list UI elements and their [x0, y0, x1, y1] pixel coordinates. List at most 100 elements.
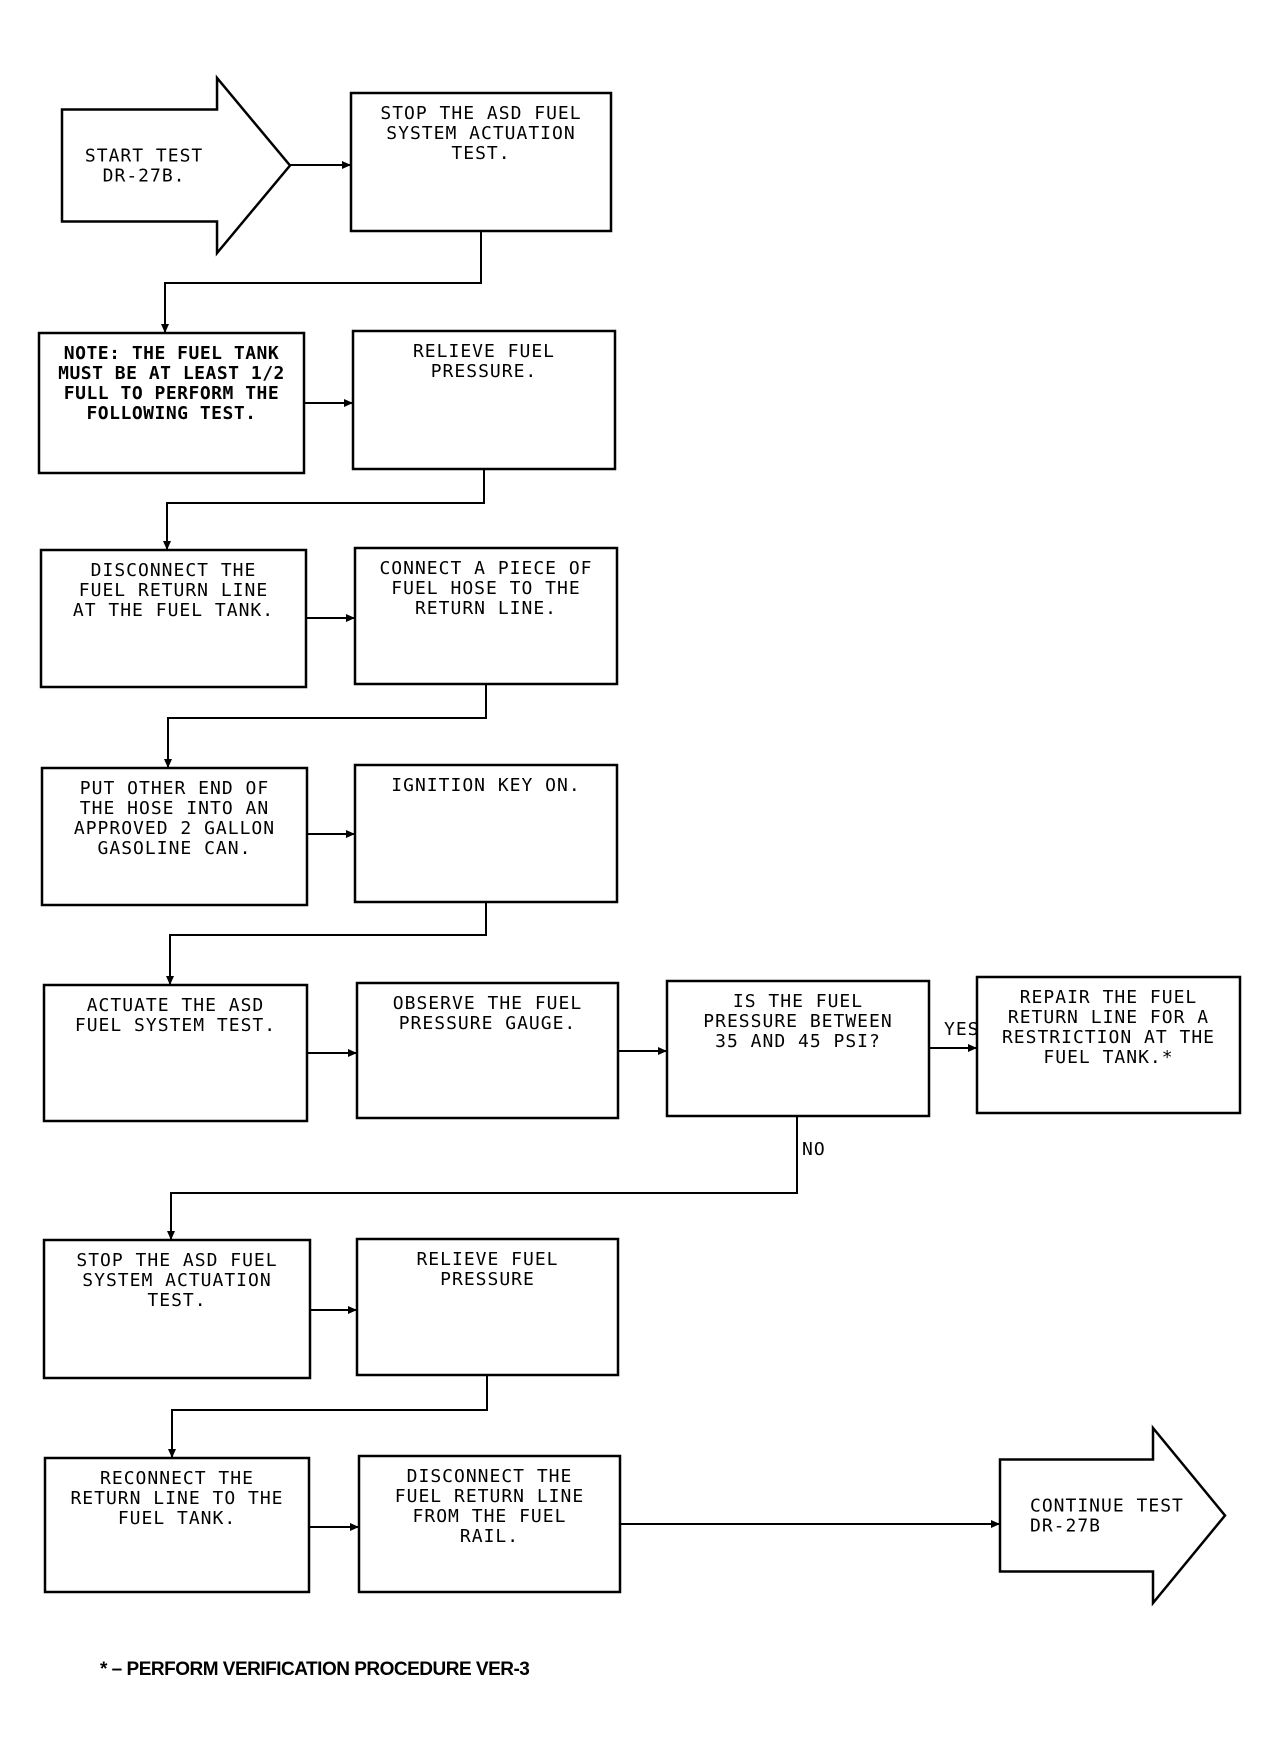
edge-connect-to-put-arrowhead [164, 759, 172, 768]
edge-start-to-stop-arrowhead [342, 161, 351, 169]
edge-label-no: NO [802, 1139, 826, 1160]
node-text-line: MUST BE AT LEAST 1/2 [58, 363, 285, 384]
node-text-line: RETURN LINE FOR A [1008, 1007, 1209, 1028]
edge-stop-to-note [164, 231, 482, 333]
node-text-line: FUEL TANK. [118, 1508, 236, 1529]
edge-reconnect-to-disconnect-arrowhead [350, 1523, 359, 1531]
edge-relieve-to-disconnect [166, 469, 485, 550]
edge-disconnect-to-connect-arrowhead [346, 614, 355, 622]
node-text-line: AT THE FUEL TANK. [73, 600, 274, 621]
node-shape [351, 329, 617, 471]
node-text-line: RAIL. [460, 1526, 519, 1547]
edge-note-to-relieve-arrowhead [344, 399, 353, 407]
edge-observe-to-decision-arrowhead [658, 1047, 667, 1055]
node-text-line: PRESSURE [440, 1269, 535, 1290]
node-text-line: DISCONNECT THE [91, 560, 257, 581]
edge-relieve-to-reconnect-arrowhead [168, 1449, 176, 1458]
node-shape [40, 766, 309, 907]
edge-decision-yes-to-repair-arrowhead [968, 1044, 977, 1052]
node-text-line: CONNECT A PIECE OF [379, 558, 592, 579]
node-text-line: SYSTEM ACTUATION [82, 1270, 271, 1291]
node-shape [998, 1424, 1227, 1607]
node-text-line: IS THE FUEL [733, 991, 863, 1012]
node-text-line: STOP THE ASD FUEL [380, 103, 581, 124]
node-shape [353, 546, 619, 686]
node-text-line: PRESSURE. [431, 361, 538, 382]
node-text-line: APPROVED 2 GALLON [74, 818, 275, 839]
node-text-line: RELIEVE FUEL [416, 1249, 558, 1270]
node-text-line: START TEST [85, 146, 203, 167]
node-text-line: FUEL RETURN LINE [395, 1486, 584, 1507]
node-shape [355, 981, 620, 1120]
edge-connect-to-put [167, 684, 487, 768]
edge-ignition-to-actuate-arrowhead [166, 976, 174, 985]
node-text-line: DR-27B [1030, 1516, 1101, 1537]
node-shape [353, 763, 619, 904]
footnote: * – PERFORM VERIFICATION PROCEDURE VER-3 [100, 1659, 529, 1680]
node-text-line: STOP THE ASD FUEL [76, 1250, 277, 1271]
node-text-line: DR-27B. [103, 166, 186, 187]
node-text-line: FROM THE FUEL [413, 1506, 567, 1527]
node-shape [42, 983, 309, 1123]
node-text-line: PUT OTHER END OF [80, 778, 269, 799]
node-shape [60, 74, 292, 257]
node-text-line: FUEL HOSE TO THE [391, 578, 580, 599]
node-text-line: RETURN LINE. [415, 598, 557, 619]
node-shape [43, 1456, 311, 1594]
node-text-line: FUEL TANK.* [1043, 1047, 1173, 1068]
edge-disconnect-to-continue-arrowhead [991, 1520, 1000, 1528]
node-text-line: FULL TO PERFORM THE [64, 383, 279, 404]
node-text-line: FUEL RETURN LINE [79, 580, 268, 601]
edge-ignition-to-actuate [169, 902, 487, 985]
node-text-line: FUEL SYSTEM TEST. [75, 1015, 276, 1036]
node-shape [349, 91, 613, 233]
edge-relieve-to-reconnect [171, 1375, 488, 1458]
node-text-line: IGNITION KEY ON. [391, 775, 580, 796]
node-text-line: ACTUATE THE ASD [87, 995, 265, 1016]
node-text-line: SYSTEM ACTUATION [386, 123, 575, 144]
node-text-line: 35 AND 45 PSI? [715, 1031, 881, 1052]
node-text-line: OBSERVE THE FUEL [393, 993, 582, 1014]
edge-actuate-to-observe-arrowhead [348, 1049, 357, 1057]
edge-decision-no-to-stop [170, 1116, 798, 1240]
node-shape [357, 1454, 622, 1594]
node-text-line: REPAIR THE FUEL [1020, 987, 1198, 1008]
node-text-line: TEST. [147, 1290, 206, 1311]
node-shape [665, 979, 931, 1118]
node-shape [39, 548, 308, 689]
node-text-line: RESTRICTION AT THE [1002, 1027, 1215, 1048]
node-text-line: RELIEVE FUEL [413, 341, 555, 362]
connectors [161, 161, 1000, 1531]
edge-decision-no-to-stop-arrowhead [167, 1231, 175, 1240]
edge-stop-to-relieve-arrowhead [348, 1306, 357, 1314]
node-shape [37, 331, 306, 475]
edge-put-to-ignition-arrowhead [346, 830, 355, 838]
node-text-line: THE HOSE INTO AN [80, 798, 269, 819]
node-text-line: PRESSURE GAUGE. [399, 1013, 577, 1034]
node-text-line: RETURN LINE TO THE [70, 1488, 283, 1509]
node-text-line: DISCONNECT THE [407, 1466, 573, 1487]
node-shape [42, 1238, 312, 1380]
node-ignition: IGNITION KEY ON. [353, 763, 619, 904]
edge-stop-to-note-arrowhead [161, 324, 169, 333]
node-shape [975, 975, 1242, 1115]
node-text-line: PRESSURE BETWEEN [703, 1011, 892, 1032]
node-shape [355, 1237, 620, 1377]
